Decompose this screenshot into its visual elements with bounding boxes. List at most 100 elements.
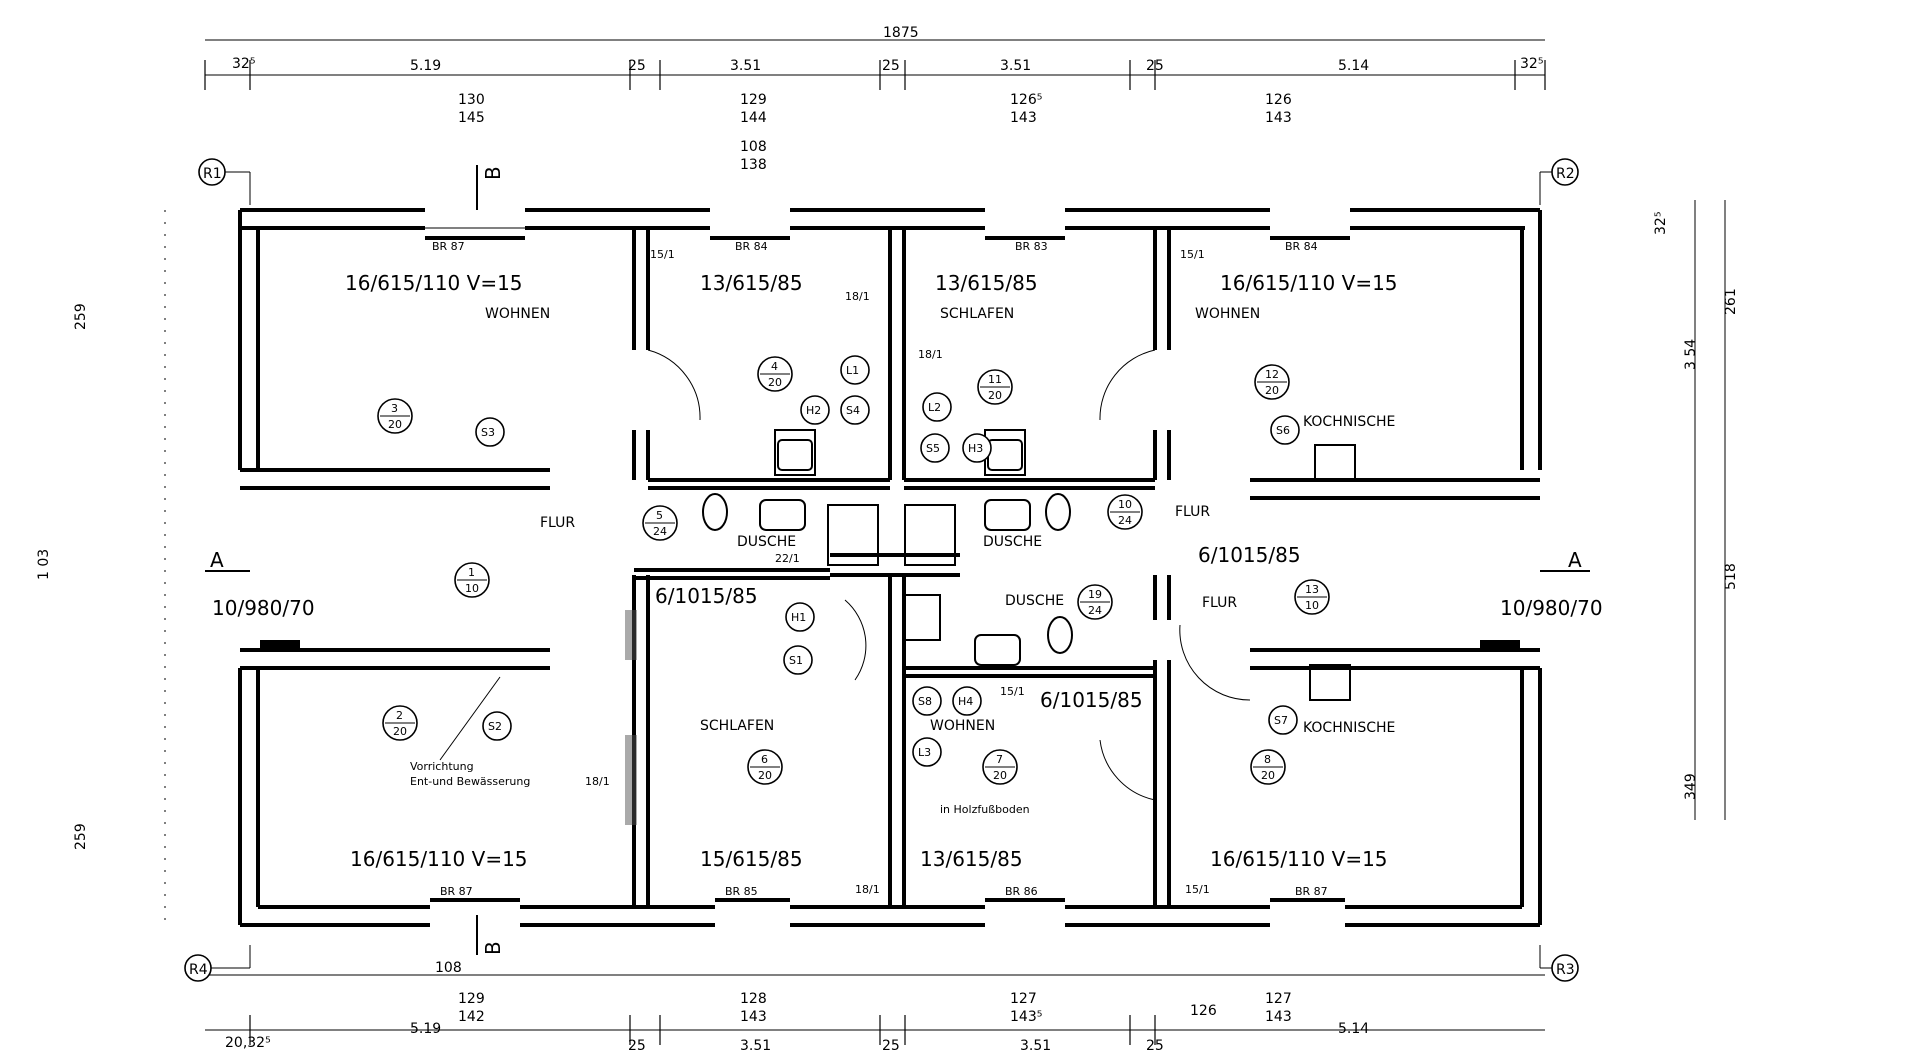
windows bbox=[425, 227, 1350, 902]
svg-text:H1: H1 bbox=[791, 611, 806, 624]
svg-text:A: A bbox=[210, 548, 224, 572]
svg-text:BR 87: BR 87 bbox=[1295, 885, 1328, 898]
svg-text:H4: H4 bbox=[958, 695, 973, 708]
dim-right-margin: 32⁵ bbox=[1520, 56, 1543, 72]
interior-walls bbox=[240, 228, 1540, 907]
svg-text:BR 87: BR 87 bbox=[440, 885, 473, 898]
left-dim-lower: 259 bbox=[73, 823, 89, 850]
right-dim-total: 518 bbox=[1723, 563, 1739, 590]
svg-text:19: 19 bbox=[1088, 588, 1102, 601]
dim-bottom-wall-3: 25 bbox=[1146, 1038, 1164, 1054]
right-dim-top: 32⁵ bbox=[1653, 212, 1669, 235]
svg-text:SCHLAFEN: SCHLAFEN bbox=[940, 306, 1014, 322]
svg-text:Ent-und Bewässerung: Ent-und Bewässerung bbox=[410, 775, 530, 788]
window-dim-3a: 108 bbox=[740, 139, 767, 155]
window-dim-5a: 126 bbox=[1265, 92, 1292, 108]
svg-text:BR 84: BR 84 bbox=[1285, 240, 1318, 253]
svg-text:L2: L2 bbox=[928, 401, 941, 414]
dim-wohnen-width: 5.19 bbox=[410, 58, 441, 74]
svg-text:18/1: 18/1 bbox=[918, 348, 943, 361]
room-wohnen-bottom-mid: 13/615/85 WOHNEN 720 in Holzfußboden bbox=[920, 718, 1030, 871]
svg-text:A: A bbox=[1568, 548, 1582, 572]
svg-text:1: 1 bbox=[468, 566, 475, 579]
dim-bottom-wall-1: 25 bbox=[628, 1038, 646, 1054]
svg-text:10/980/70: 10/980/70 bbox=[212, 596, 315, 620]
bottom-window-2a: 128 bbox=[740, 991, 767, 1007]
svg-text:15/1: 15/1 bbox=[1185, 883, 1210, 896]
bottom-window-3a: 127 bbox=[1010, 991, 1037, 1007]
left-dim-upper: 259 bbox=[73, 303, 89, 330]
svg-text:11: 11 bbox=[988, 373, 1002, 386]
door-codes: 10/980/70 6/1015/85 6/1015/85 6/1015/85 … bbox=[212, 543, 1603, 712]
window-dim-1b: 145 bbox=[458, 110, 485, 126]
window-dim-2b: 144 bbox=[740, 110, 767, 126]
svg-text:3: 3 bbox=[391, 402, 398, 415]
right-dim-lower: 349 bbox=[1683, 773, 1699, 800]
svg-text:WOHNEN: WOHNEN bbox=[1195, 306, 1260, 322]
svg-text:16/615/110 V=15: 16/615/110 V=15 bbox=[1210, 847, 1388, 871]
window-dim-4a: 126⁵ bbox=[1010, 92, 1042, 108]
svg-text:S2: S2 bbox=[488, 720, 502, 733]
svg-text:20: 20 bbox=[988, 389, 1002, 402]
room-wohnen-bottom-left: 16/615/110 V=15 220 bbox=[350, 705, 528, 871]
svg-text:20: 20 bbox=[758, 769, 772, 782]
svg-text:BR 84: BR 84 bbox=[735, 240, 768, 253]
dim-room-2-width: 3.51 bbox=[730, 58, 761, 74]
svg-text:12: 12 bbox=[1265, 368, 1279, 381]
dim-wohnen-right-width: 5.14 bbox=[1338, 58, 1369, 74]
svg-text:13/615/85: 13/615/85 bbox=[700, 271, 803, 295]
section-mark-b-top: B bbox=[476, 165, 505, 210]
svg-text:WOHNEN: WOHNEN bbox=[930, 718, 995, 734]
svg-text:10: 10 bbox=[1305, 599, 1319, 612]
dim-bottom-wall-2: 25 bbox=[882, 1038, 900, 1054]
svg-text:20: 20 bbox=[1265, 384, 1279, 397]
svg-text:24: 24 bbox=[1088, 604, 1102, 617]
window-dim-2a: 129 bbox=[740, 92, 767, 108]
svg-text:18/1: 18/1 bbox=[585, 775, 610, 788]
bottom-window-5a: 127 bbox=[1265, 991, 1292, 1007]
grid-marker-r1: R1 bbox=[198, 158, 251, 205]
svg-text:7: 7 bbox=[996, 753, 1003, 766]
svg-text:15/1: 15/1 bbox=[650, 248, 675, 261]
dim-wall-2: 25 bbox=[882, 58, 900, 74]
svg-text:B: B bbox=[481, 941, 505, 955]
svg-text:18/1: 18/1 bbox=[845, 290, 870, 303]
svg-text:DUSCHE: DUSCHE bbox=[737, 534, 796, 550]
svg-text:20: 20 bbox=[388, 418, 402, 431]
section-mark-a-left: A bbox=[205, 548, 250, 572]
svg-text:13/615/85: 13/615/85 bbox=[920, 847, 1023, 871]
svg-text:KOCHNISCHE: KOCHNISCHE bbox=[1303, 720, 1395, 736]
svg-text:SCHLAFEN: SCHLAFEN bbox=[700, 718, 774, 734]
svg-text:20: 20 bbox=[1261, 769, 1275, 782]
device-note: Vorrichtung Ent-und Bewässerung bbox=[410, 676, 530, 788]
svg-text:4: 4 bbox=[771, 360, 778, 373]
svg-text:6/1015/85: 6/1015/85 bbox=[1198, 543, 1301, 567]
dim-room-3-width: 3.51 bbox=[1000, 58, 1031, 74]
svg-text:18/1: 18/1 bbox=[855, 883, 880, 896]
room-dusche-left: DUSCHE 22/1 524 bbox=[642, 505, 800, 565]
bottom-window-1a: 129 bbox=[458, 991, 485, 1007]
svg-text:S3: S3 bbox=[481, 426, 495, 439]
window-dim-4b: 143 bbox=[1010, 110, 1037, 126]
svg-text:FLUR: FLUR bbox=[1202, 595, 1237, 611]
svg-text:FLUR: FLUR bbox=[1175, 504, 1210, 520]
top-dimension-chain: 1875 32⁵ 5.19 25 3.51 25 3.51 25 5.14 32… bbox=[204, 25, 1546, 173]
dim-bottom-wohnen-right: 5.14 bbox=[1338, 1021, 1369, 1037]
svg-text:R1: R1 bbox=[203, 166, 222, 182]
svg-text:13/615/85: 13/615/85 bbox=[935, 271, 1038, 295]
svg-text:S4: S4 bbox=[846, 404, 860, 417]
room-schlafen-top: 13/615/85 SCHLAFEN 11 20 bbox=[935, 271, 1038, 405]
svg-text:24: 24 bbox=[653, 525, 667, 538]
bottom-window-2b: 143 bbox=[740, 1009, 767, 1025]
svg-text:S7: S7 bbox=[1274, 714, 1288, 727]
bottom-window-1b: 142 bbox=[458, 1009, 485, 1025]
svg-text:S8: S8 bbox=[918, 695, 932, 708]
room-wohnen-top-left: 16/615/110 V=15 WOHNEN 320 bbox=[345, 271, 550, 434]
svg-text:20: 20 bbox=[393, 725, 407, 738]
dim-bottom-wohnen: 5.19 bbox=[410, 1021, 441, 1037]
side-dimensions: 259 259 1 03 32⁵ 261 3 54 518 349 bbox=[36, 200, 1739, 930]
grid-marker-r2: R2 bbox=[1539, 158, 1579, 205]
svg-text:R2: R2 bbox=[1556, 166, 1575, 182]
